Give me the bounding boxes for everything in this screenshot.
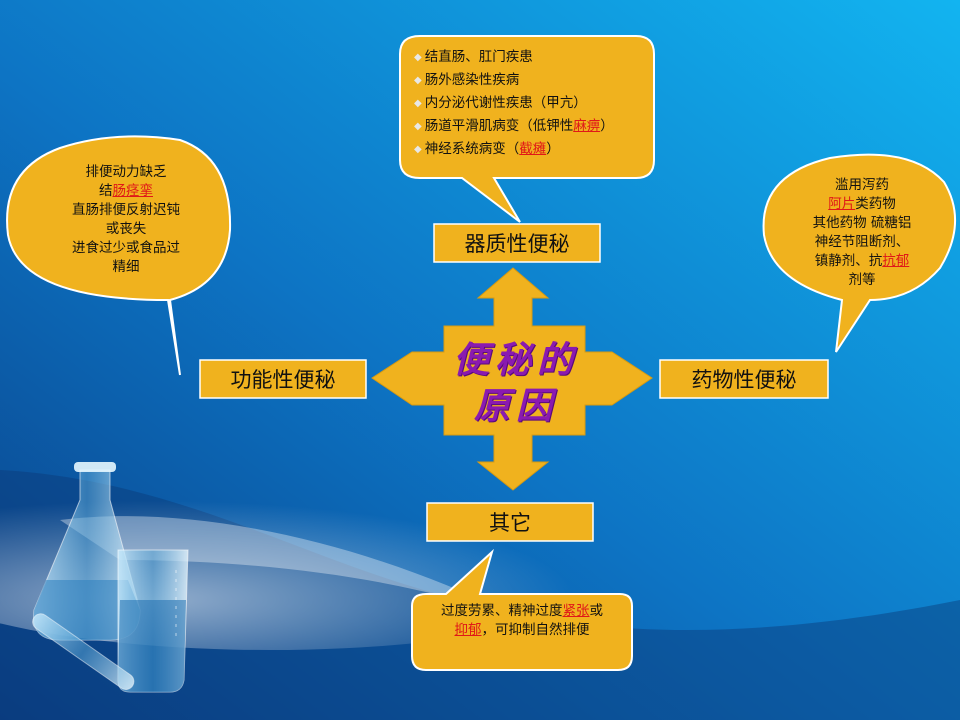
bullet-diamond-icon: ◆ (414, 52, 422, 63)
callout-functional-text: 排便动力缺乏结肠痉挛直肠排便反射迟钝或丧失进食过少或食品过精细 (38, 163, 214, 277)
callout-line: 镇静剂、抗抗郁 (780, 252, 944, 271)
bullet-diamond-icon: ◆ (414, 98, 422, 109)
callout-drug-causes (762, 153, 956, 353)
callout-text: 或丧失 (105, 221, 147, 237)
callout-line: 精细 (38, 258, 214, 277)
callout-functional-causes (6, 135, 232, 376)
callout-organic-list: ◆结直肠、肛门疾患◆肠外感染性疾病◆内分泌代谢性疾患（甲亢）◆肠道平滑肌病变（低… (414, 46, 650, 161)
branch-label-organic: 器质性便秘 (464, 232, 570, 256)
callout-drug-text: 滥用泻药阿片类药物其他药物 硫糖铝神经节阻断剂、镇静剂、抗抗郁剂等 (780, 176, 944, 290)
callout-text: 神经节阻断剂、 (814, 234, 910, 250)
callout-text: 镇静剂、抗 (814, 253, 883, 269)
callout-organic-causes (399, 35, 655, 223)
bullet-diamond-icon: ◆ (414, 144, 422, 155)
callout-line: 神经节阻断剂、 (780, 233, 944, 252)
callout-other-text: 过度劳累、精神过度紧张或抑郁，可抑制自然排便 (412, 602, 632, 640)
callout-text: ） (600, 118, 614, 134)
callout-line: 直肠排便反射迟钝 (38, 201, 214, 220)
callout-line: ◆肠外感染性疾病 (414, 69, 650, 92)
callout-text: 其他药物 硫糖铝 (812, 215, 912, 231)
callout-text: ） (546, 141, 560, 157)
center-title-line1: 便秘的 (452, 339, 579, 381)
callout-text: 类药物 (855, 196, 896, 212)
callout-text: 结直肠、肛门疾患 (424, 49, 533, 65)
branch-label-drug: 药物性便秘 (691, 368, 797, 392)
callout-text: 肠外感染性疾病 (424, 72, 520, 88)
bullet-diamond-icon: ◆ (414, 75, 422, 86)
callout-text: 神经系统病变（ (424, 141, 520, 157)
term-link[interactable]: 截瘫 (519, 141, 547, 157)
callout-text: 剂等 (848, 272, 876, 288)
callout-line: 滥用泻药 (780, 176, 944, 195)
lab-glassware-illustration (32, 462, 189, 693)
callout-text: 内分泌代谢性疾患（甲亢） (424, 95, 587, 111)
callout-text: 进食过少或食品过 (72, 240, 180, 256)
callout-line: ◆结直肠、肛门疾患 (414, 46, 650, 69)
callout-text: 结 (99, 183, 113, 199)
callout-text: 排便动力缺乏 (85, 164, 167, 180)
callout-line: 排便动力缺乏 (38, 163, 214, 182)
callout-text: ，可抑制自然排便 (481, 622, 590, 638)
center-title: 便秘的 原因 (447, 333, 585, 433)
callout-line: 或丧失 (38, 220, 214, 239)
callout-line: ◆内分泌代谢性疾患（甲亢） (414, 92, 650, 115)
callout-other-causes (411, 548, 633, 671)
callout-line: 过度劳累、精神过度紧张或 (412, 602, 632, 621)
callout-line: 进食过少或食品过 (38, 239, 214, 258)
callout-line: 结肠痉挛 (38, 182, 214, 201)
callout-text: 直肠排便反射迟钝 (72, 202, 180, 218)
callout-text: 过度劳累、精神过度 (441, 603, 563, 619)
term-link[interactable]: 紧张 (562, 603, 590, 619)
callout-line: 抑郁，可抑制自然排便 (412, 621, 632, 640)
center-title-line2: 原因 (473, 385, 558, 427)
term-link[interactable]: 麻痹 (573, 118, 601, 134)
callout-line: ◆神经系统病变（截瘫） (414, 138, 650, 161)
term-link[interactable]: 抗郁 (882, 253, 910, 269)
term-link[interactable]: 肠痉挛 (112, 183, 154, 199)
branch-label-functional: 功能性便秘 (230, 368, 336, 392)
callout-text: 肠道平滑肌病变（低钾性 (424, 118, 574, 134)
term-link[interactable]: 抑郁 (454, 622, 482, 638)
callout-text: 滥用泻药 (835, 177, 889, 193)
branch-label-other: 其它 (489, 511, 531, 535)
term-link[interactable]: 阿片 (828, 196, 856, 212)
bullet-diamond-icon: ◆ (414, 121, 422, 132)
callout-text: 或 (589, 603, 604, 619)
callout-line: 阿片类药物 (780, 195, 944, 214)
callout-line: 其他药物 硫糖铝 (780, 214, 944, 233)
callout-line: ◆肠道平滑肌病变（低钾性麻痹） (414, 115, 650, 138)
callout-line: 剂等 (780, 271, 944, 290)
callout-text: 精细 (112, 259, 140, 275)
four-way-arrow (371, 267, 653, 491)
